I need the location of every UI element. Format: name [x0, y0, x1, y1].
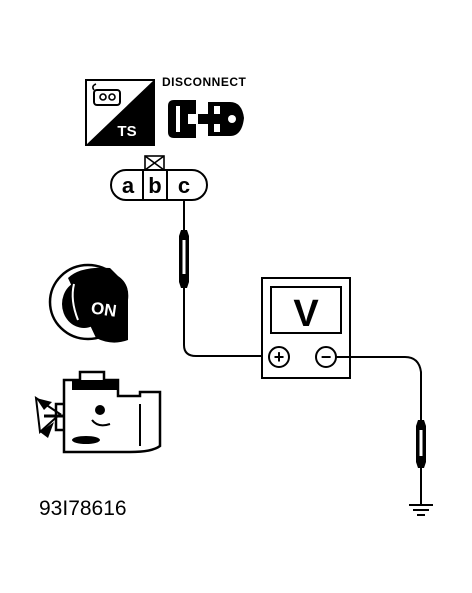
negative-probe-lead	[336, 356, 426, 505]
positive-terminal: +	[274, 347, 285, 367]
ignition-key-icon: ON	[48, 263, 129, 343]
negative-terminal: −	[321, 347, 332, 367]
connector-terminals: a b c	[110, 155, 208, 201]
voltmeter-icon: V + −	[261, 277, 351, 379]
meter-label: V	[293, 293, 319, 335]
ignition-label: ON	[90, 298, 118, 320]
engine-icon	[34, 370, 162, 454]
service-tool-icon: TS	[85, 79, 155, 146]
tool-label: TS	[117, 123, 136, 140]
positive-probe-lead	[179, 200, 270, 357]
connector-pin-b: b	[148, 173, 161, 198]
figure-code: 93I78616	[39, 497, 127, 520]
connector-pin-c: c	[178, 173, 190, 198]
disconnected-connector-icon	[168, 100, 244, 138]
ground-icon	[409, 504, 433, 516]
disconnect-label: DISCONNECT	[162, 75, 247, 89]
connector-pin-a: a	[122, 173, 135, 198]
